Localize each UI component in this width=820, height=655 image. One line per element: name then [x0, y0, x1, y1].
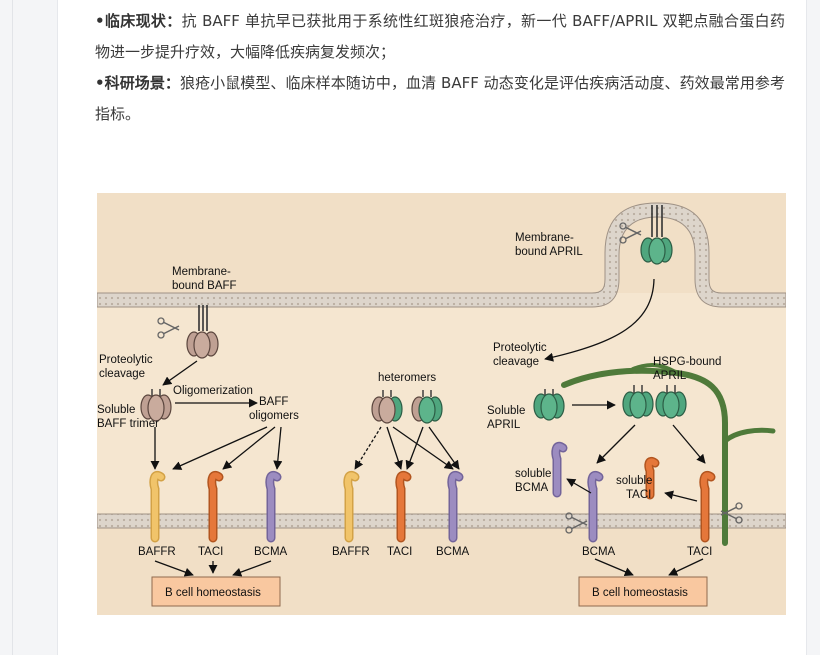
label-b-cell-homeostasis-left: B cell homeostasis: [165, 587, 261, 599]
label-soluble-baff-trimer-2: BAFF trimer: [97, 418, 159, 430]
bullet-text: 狼疮小鼠模型、临床样本随访中，血清 BAFF 动态变化是评估疾病活动度、药效最常…: [95, 74, 785, 123]
label-baff-oligomers-2: oligomers: [249, 410, 299, 422]
label-soluble-taci-2: TACI: [626, 489, 651, 501]
bullet-text: 抗 BAFF 单抗早已获批用于系统性红斑狼疮治疗，新一代 BAFF/APRIL …: [95, 12, 785, 61]
label-soluble-april-2: APRIL: [487, 419, 521, 431]
label-receptor-bcma-left: BCMA: [254, 546, 288, 558]
hspg-chain: [561, 363, 776, 546]
label-membrane-baff-1: Membrane-: [172, 266, 231, 278]
scissors-icon: [720, 502, 743, 524]
arrows: [150, 278, 706, 577]
label-heteromers: heteromers: [378, 372, 436, 384]
label-soluble-baff-trimer-1: Soluble: [97, 404, 135, 416]
label-proteolytic-left-2: cleavage: [99, 368, 145, 380]
label-baff-oligomers-1: BAFF: [259, 396, 288, 408]
left-divider: [12, 0, 13, 655]
label-proteolytic-right-1: Proteolytic: [493, 342, 547, 354]
label-proteolytic-right-2: cleavage: [493, 356, 539, 368]
bullet-label: •临床现状：: [95, 12, 182, 30]
label-hspg-bound-april-2: APRIL: [653, 370, 687, 382]
label-membrane-april-1: Membrane-: [515, 232, 574, 244]
label-soluble-bcma-2: BCMA: [515, 482, 549, 494]
soluble-baff-trimer: [140, 389, 172, 422]
label-hspg-bound-april-1: HSPG-bound: [653, 356, 721, 368]
label-b-cell-homeostasis-right: B cell homeostasis: [592, 587, 688, 599]
diagram-labels: Membrane- bound BAFF Proteolytic cleavag…: [97, 232, 721, 599]
label-receptor-bcma-right: BCMA: [582, 546, 616, 558]
label-receptor-taci-middle: TACI: [387, 546, 412, 558]
b-cell-homeostasis-box-right: [578, 576, 708, 607]
bullet-research-scenario: •科研场景：狼疮小鼠模型、临床样本随访中，血清 BAFF 动态变化是评估疾病活动…: [95, 68, 785, 130]
diagram-svg: Membrane- bound BAFF Proteolytic cleavag…: [96, 193, 787, 615]
hspg-bound-april-2: [655, 385, 687, 419]
label-receptor-baffr-middle: BAFFR: [332, 546, 370, 558]
heteromer-right: [411, 390, 443, 424]
label-membrane-april-2: bound APRIL: [515, 246, 583, 258]
label-receptor-taci-left: TACI: [198, 546, 223, 558]
label-soluble-bcma-1: soluble: [515, 468, 551, 480]
hspg-bound-april-1: [622, 385, 654, 419]
membrane-bound-april: [640, 205, 673, 265]
scissors-icon: [619, 222, 642, 244]
baff-april-diagram: Membrane- bound BAFF Proteolytic cleavag…: [96, 193, 787, 615]
receptors: [149, 441, 716, 543]
label-receptor-baffr-left: BAFFR: [138, 546, 176, 558]
b-cell-homeostasis-box-left: [151, 576, 281, 607]
b-cell-membrane: [96, 513, 787, 529]
scissors-icon: [157, 317, 180, 339]
label-proteolytic-left-1: Proteolytic: [99, 354, 153, 366]
label-membrane-baff-2: bound BAFF: [172, 280, 237, 292]
scissors-icon: [565, 512, 588, 534]
bullet-label: •科研场景：: [95, 74, 181, 92]
label-soluble-taci-1: soluble: [616, 475, 652, 487]
label-receptor-bcma-middle: BCMA: [436, 546, 470, 558]
bullet-clinical-status: •临床现状：抗 BAFF 单抗早已获批用于系统性红斑狼疮治疗，新一代 BAFF/…: [95, 6, 785, 68]
label-soluble-april-1: Soluble: [487, 405, 525, 417]
label-receptor-taci-right: TACI: [687, 546, 712, 558]
heteromer-left: [371, 390, 403, 424]
article-text: •临床现状：抗 BAFF 单抗早已获批用于系统性红斑狼疮治疗，新一代 BAFF/…: [95, 6, 785, 130]
soluble-april: [533, 389, 565, 421]
label-oligomerization: Oligomerization: [173, 385, 253, 397]
membrane-bound-baff: [186, 305, 219, 359]
